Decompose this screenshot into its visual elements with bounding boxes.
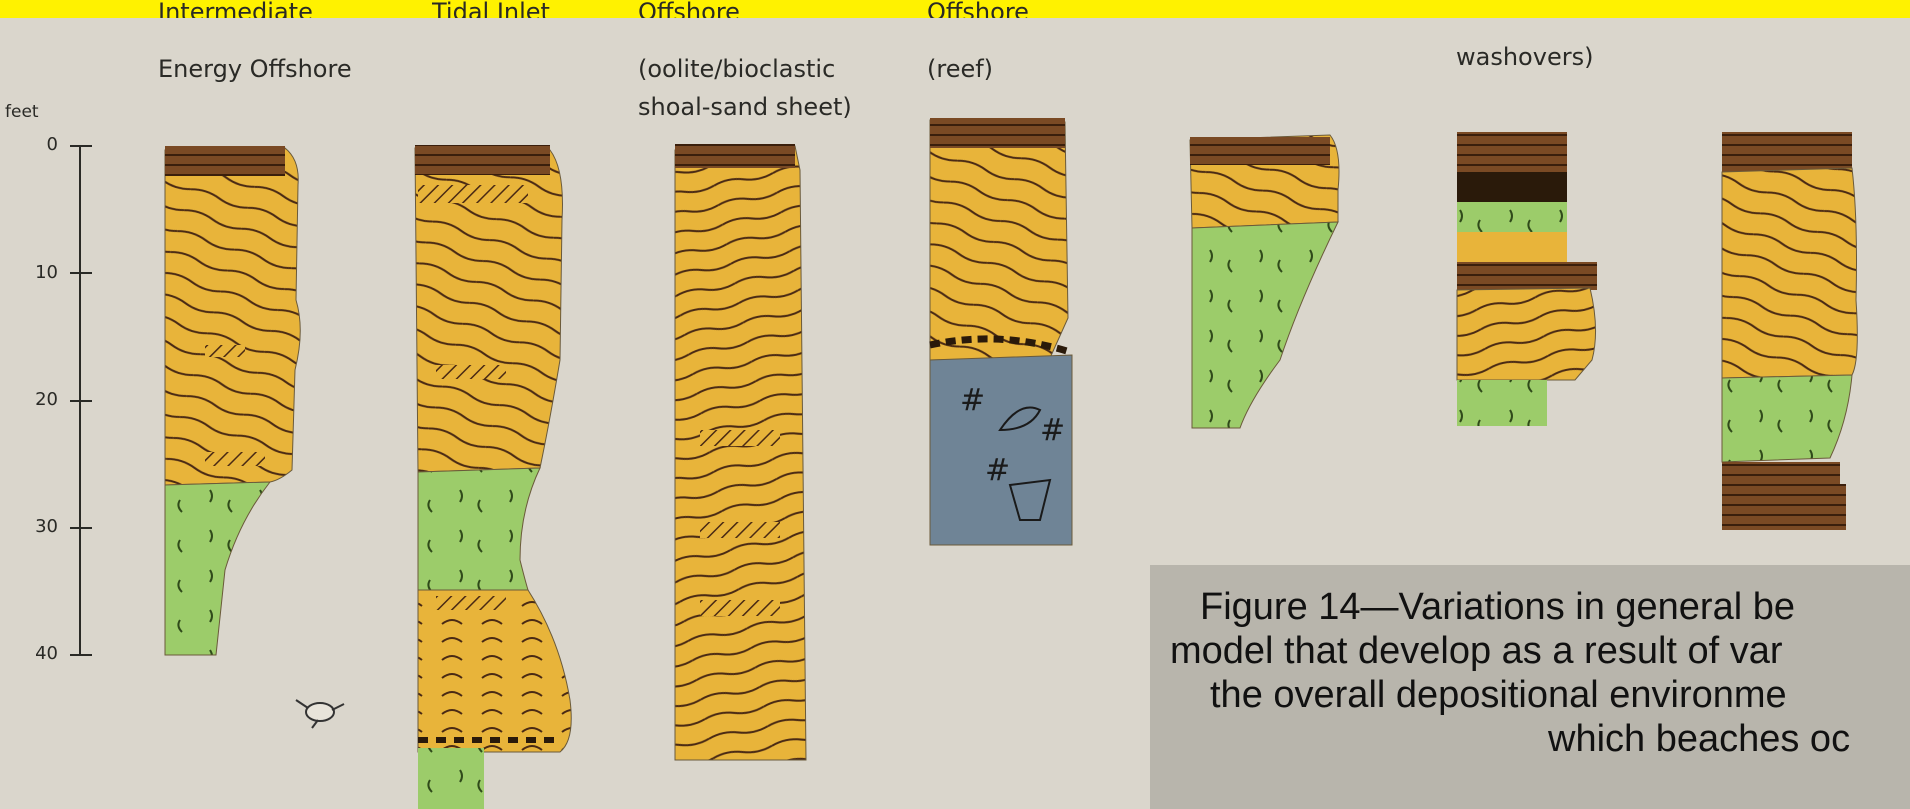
- insect-icon: [290, 690, 350, 735]
- caption-line-1: Figure 14—Variations in general be: [1200, 585, 1910, 629]
- caption-line-3: the overall depositional environme: [1210, 673, 1910, 717]
- figure-caption: Figure 14—Variations in general be model…: [1150, 565, 1910, 809]
- svg-text:#: #: [960, 383, 985, 418]
- column-washovers: [1457, 132, 1597, 426]
- column-intermediate-energy-offshore: [165, 146, 300, 655]
- column-offshore-oolite: [675, 144, 806, 760]
- column-5: [1190, 135, 1339, 428]
- column-tidal-inlet: [415, 145, 571, 809]
- column-7: [1722, 132, 1857, 530]
- caption-line-2: model that develop as a result of var: [1170, 629, 1910, 673]
- svg-text:#: #: [985, 453, 1010, 488]
- svg-text:#: #: [1040, 413, 1065, 448]
- caption-line-4: which beaches oc: [1548, 717, 1910, 761]
- column-offshore-reef: # # #: [930, 118, 1072, 545]
